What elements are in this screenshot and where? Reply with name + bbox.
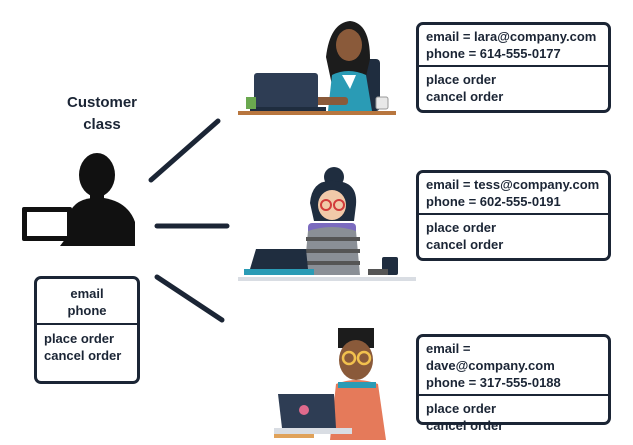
- object-operation: place order: [426, 220, 497, 235]
- man-with-laptop-illustration: [274, 328, 386, 440]
- object-attribute-phone: phone = 614-555-0177: [426, 46, 561, 61]
- object-attribute-email: email = dave@company.com: [426, 341, 555, 373]
- object-operation: cancel order: [426, 89, 504, 104]
- connector-line-top: [148, 118, 221, 183]
- class-operation: cancel order: [44, 348, 122, 363]
- class-attributes: email phone: [37, 279, 137, 323]
- object-attributes: email = dave@company.com phone = 317-555…: [419, 337, 608, 394]
- woman-with-laptop-illustration: [238, 21, 396, 115]
- object-operation: place order: [426, 72, 497, 87]
- woman-with-tablet-illustration: [238, 167, 416, 281]
- object-divider: [419, 213, 608, 215]
- object-attribute-phone: phone = 317-555-0188: [426, 375, 561, 390]
- object-operations: place order cancel order: [419, 67, 608, 108]
- object-attribute-email: email = lara@company.com: [426, 29, 597, 44]
- object-operation: cancel order: [426, 418, 504, 433]
- object-attributes: email = tess@company.com phone = 602-555…: [419, 173, 608, 213]
- class-box: email phone place order cancel order: [34, 276, 140, 384]
- object-attribute-email: email = tess@company.com: [426, 177, 600, 192]
- class-operation: place order: [44, 331, 115, 346]
- object-box-lara: email = lara@company.com phone = 614-555…: [416, 22, 611, 113]
- class-attribute: email: [70, 286, 104, 301]
- object-divider: [419, 394, 608, 396]
- object-operation: cancel order: [426, 237, 504, 252]
- class-title-line-2: class: [83, 116, 121, 133]
- class-title-line-1: Customer: [66, 94, 137, 111]
- object-attributes: email = lara@company.com phone = 614-555…: [419, 25, 608, 65]
- class-attribute: phone: [67, 303, 107, 318]
- class-operations: place order cancel order: [37, 325, 137, 367]
- class-title: Customer class: [48, 92, 156, 136]
- object-operations: place order cancel order: [419, 396, 608, 437]
- object-box-dave: email = dave@company.com phone = 317-555…: [416, 334, 611, 433]
- connector-line-bottom: [154, 274, 225, 323]
- object-operations: place order cancel order: [419, 215, 608, 256]
- customer-silhouette-icon: [22, 153, 135, 246]
- class-divider: [37, 323, 137, 325]
- object-divider: [419, 65, 608, 67]
- object-operation: place order: [426, 401, 497, 416]
- object-box-tess: email = tess@company.com phone = 602-555…: [416, 170, 611, 261]
- object-attribute-phone: phone = 602-555-0191: [426, 194, 561, 209]
